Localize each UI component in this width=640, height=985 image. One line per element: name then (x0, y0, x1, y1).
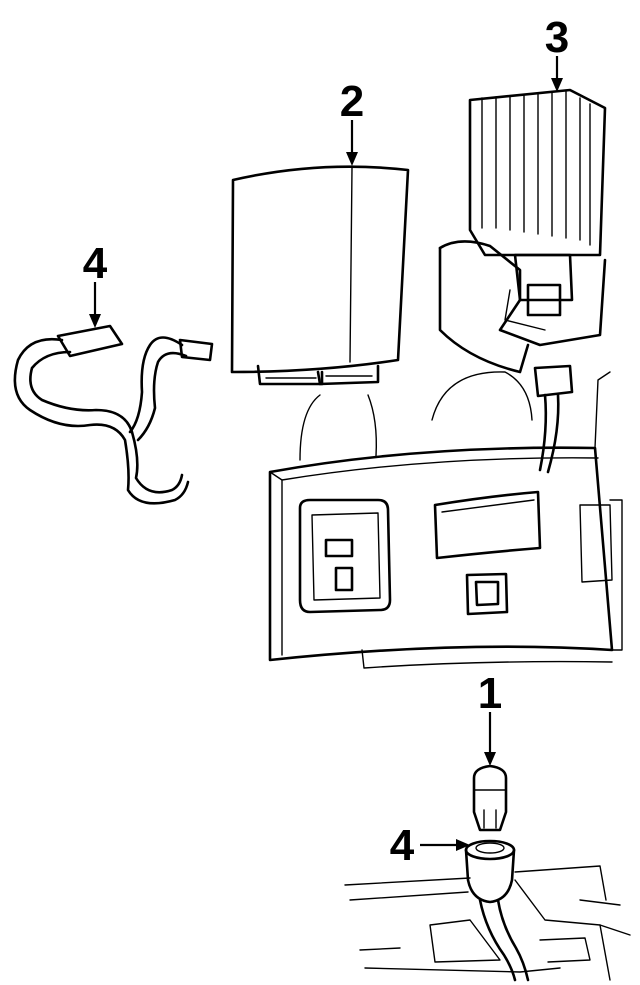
callout-3-label: 3 (545, 13, 569, 62)
callout-1: 1 (478, 669, 502, 766)
bulb-element (472, 764, 508, 832)
callout-4-harness: 4 (83, 239, 108, 328)
callout-4-harness-label: 4 (83, 239, 108, 288)
wiring-harness (13, 324, 214, 505)
callout-3: 3 (545, 13, 569, 92)
callout-1-label: 1 (478, 669, 502, 718)
callout-4-socket: 4 (390, 821, 470, 870)
console-panel (268, 371, 623, 669)
finned-amplifier (438, 88, 607, 474)
callout-4-socket-label: 4 (390, 821, 415, 870)
callout-2: 2 (340, 77, 364, 166)
socket-assembly (344, 839, 631, 982)
callout-2-label: 2 (340, 77, 364, 126)
control-module (230, 165, 410, 386)
